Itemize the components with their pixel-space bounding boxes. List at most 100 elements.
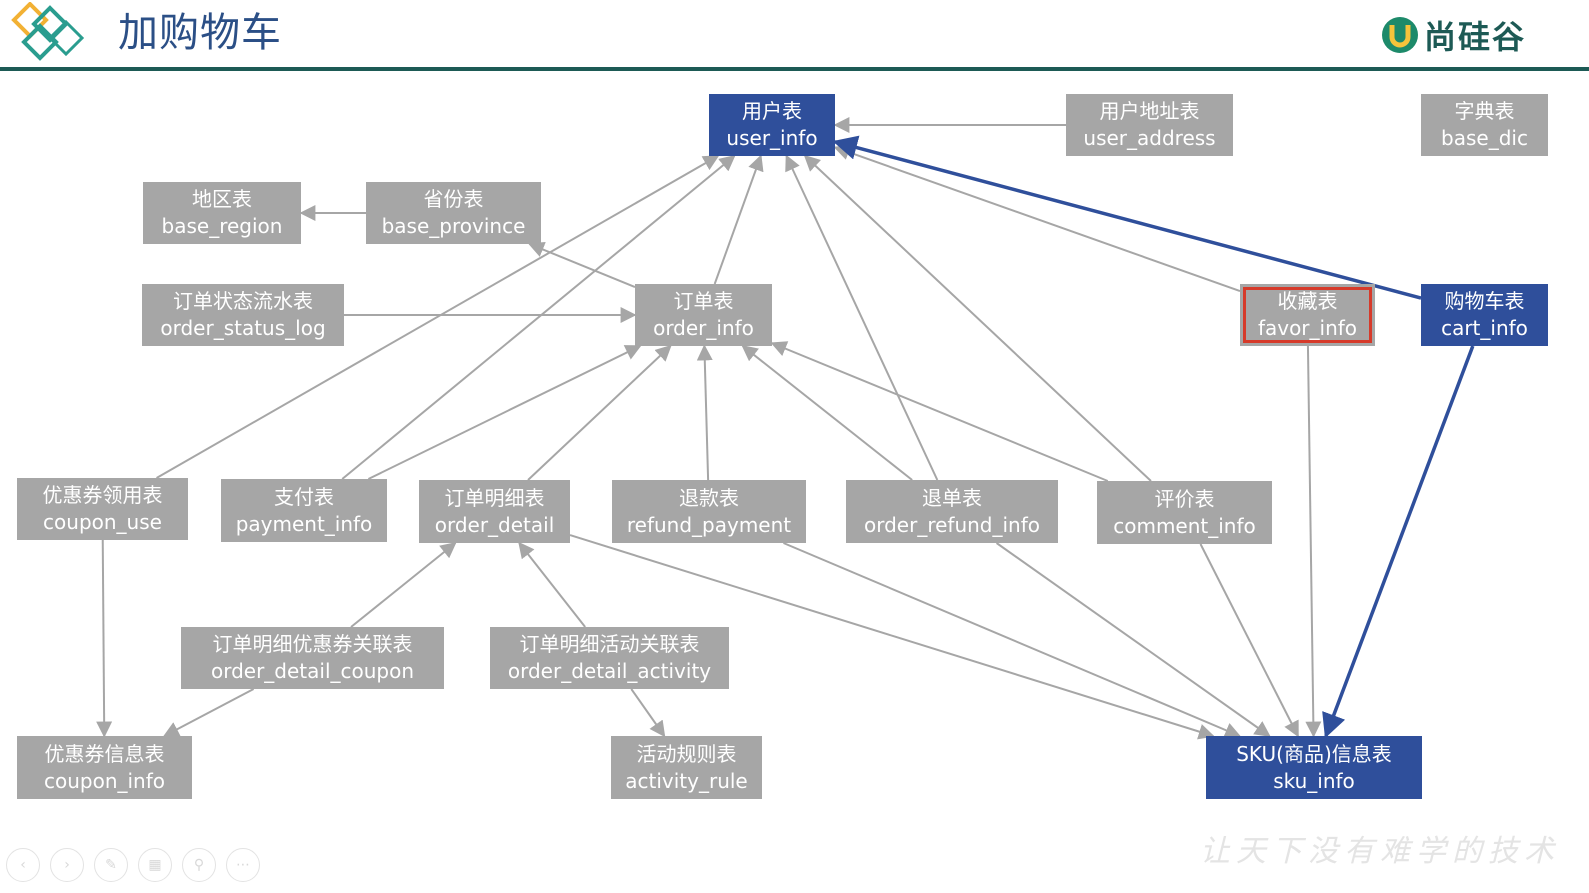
grid-icon[interactable]: ▦ [138, 848, 172, 882]
edge-coupon_use-to-coupon_info [96, 539, 113, 738]
more-icon[interactable]: ⋯ [226, 848, 260, 882]
node-label-cn: 订单明细优惠券关联表 [212, 632, 413, 656]
node-label-en: order_detail_coupon [210, 659, 415, 683]
node-label-en: user_address [1083, 126, 1216, 150]
node-label-en: comment_info [1113, 513, 1256, 538]
edge-order_refund_info-to-order_info [741, 345, 913, 481]
edge-cart_info-to-user_info [832, 135, 1422, 300]
edge-order_detail_activity-to-activity_rule [630, 688, 666, 738]
edge-order_detail_activity-to-order_detail [518, 541, 586, 628]
node-label-cn: 评价表 [1154, 486, 1215, 511]
pen-icon[interactable]: ✎ [94, 848, 128, 882]
page-title: 加购物车 [118, 10, 282, 56]
brand-name: 尚硅谷 [1424, 18, 1527, 56]
node-label-en: base_dic [1441, 126, 1528, 150]
node-label-en: cart_info [1441, 316, 1528, 340]
node-label-cn: 活动规则表 [636, 741, 737, 766]
node-activity-rule: 活动规则表 activity_rule [611, 736, 762, 799]
node-label-cn: 退单表 [922, 485, 982, 510]
node-label-cn: 优惠券信息表 [44, 741, 165, 766]
edge-comment_info-to-user_info [803, 154, 1152, 482]
edge-cart_info-to-sku_info [1322, 345, 1475, 739]
node-label-cn: 退款表 [679, 485, 739, 510]
node-user-info: 用户表 user_info [709, 94, 835, 156]
brand: 尚硅谷 [1380, 12, 1526, 58]
edge-favor_info-to-user_info [833, 144, 1241, 292]
edge-order_info-to-user_info [713, 154, 764, 285]
node-label-en: order_info [653, 316, 754, 340]
node-order-detail: 订单明细表 order_detail [419, 480, 570, 543]
edge-order_info-to-base_province [527, 242, 636, 288]
node-payment-info: 支付表 payment_info [221, 479, 387, 542]
edge-refund_payment-to-order_info [696, 344, 713, 481]
node-label-cn: 地区表 [192, 187, 252, 211]
node-label-en: order_detail_activity [507, 659, 712, 683]
node-order-status-log: 订单状态流水表 order_status_log [142, 284, 344, 346]
edge-order_refund_info-to-user_info [785, 154, 939, 481]
edge-order_detail_coupon-to-coupon_info [162, 688, 255, 737]
watermark: 让天下没有难学的技术 [1200, 834, 1560, 869]
node-label-cn: 购物车表 [1444, 289, 1525, 313]
prev-icon[interactable]: ‹ [6, 848, 40, 882]
node-base-dic: 字典表 base_dic [1421, 94, 1548, 156]
node-label-en: payment_info [235, 511, 373, 536]
node-label-en: coupon_use [43, 510, 162, 534]
node-coupon-use: 优惠券领用表 coupon_use [17, 478, 188, 540]
diamond-logo-icon [11, 2, 85, 61]
edge-comment_info-to-sku_info [1199, 543, 1299, 738]
node-label-cn: 用户表 [742, 99, 802, 123]
node-label-en: sku_info [1273, 768, 1355, 793]
node-order-detail-coupon: 订单明细优惠券关联表 order_detail_coupon [181, 627, 444, 689]
edge-comment_info-to-order_info [770, 341, 1109, 482]
zoom-icon[interactable]: ⚲ [182, 848, 216, 882]
node-label-cn: 订单明细活动关联表 [519, 632, 700, 656]
node-order-refund-info: 退单表 order_refund_info [846, 480, 1058, 543]
node-label-en: refund_payment [626, 512, 792, 537]
node-sku-info: SKU(商品)信息表 sku_info [1206, 736, 1422, 799]
edge-favor_info-to-sku_info [1305, 345, 1322, 738]
node-label-en: base_province [381, 214, 526, 238]
node-label-cn: 省份表 [423, 187, 484, 211]
node-label-cn: SKU(商品)信息表 [1236, 741, 1392, 766]
node-base-region: 地区表 base_region [143, 182, 301, 244]
node-base-province: 省份表 base_province [366, 182, 541, 244]
node-cart-info: 购物车表 cart_info [1421, 284, 1548, 346]
edge-order_refund_info-to-sku_info [995, 542, 1271, 737]
edge-payment_info-to-user_info [341, 154, 736, 480]
node-label-cn: 订单状态流水表 [173, 289, 313, 313]
node-label-cn: 字典表 [1454, 99, 1515, 123]
header: 加购物车 尚硅谷 [0, 0, 1589, 71]
edge-order_detail-to-sku_info [569, 534, 1215, 740]
node-label-cn: 用户地址表 [1099, 99, 1200, 123]
node-favor-info: 收藏表 favor_info [1240, 284, 1375, 346]
node-refund-payment: 退款表 refund_payment [612, 480, 806, 543]
next-icon[interactable]: › [50, 848, 84, 882]
node-label-en: activity_rule [625, 768, 748, 793]
node-label-cn: 优惠券领用表 [42, 483, 163, 507]
header-divider [0, 67, 1589, 71]
brand-u-icon [1382, 17, 1418, 53]
node-order-info: 订单表 order_info [635, 284, 772, 346]
edge-coupon_use-to-user_info [156, 155, 720, 479]
node-label-en: order_refund_info [863, 512, 1040, 537]
edge-order_detail_coupon-to-order_detail [350, 541, 457, 628]
node-user-address: 用户地址表 user_address [1066, 94, 1233, 156]
node-label-en: base_region [161, 214, 283, 238]
node-label-en: order_status_log [160, 316, 326, 340]
edge-payment_info-to-order_info [367, 345, 642, 480]
node-label-cn: 支付表 [274, 484, 334, 509]
node-label-cn: 收藏表 [1277, 289, 1338, 313]
node-order-detail-activity: 订单明细活动关联表 order_detail_activity [490, 627, 729, 689]
node-label-en: favor_info [1257, 316, 1358, 340]
node-coupon-info: 优惠券信息表 coupon_info [17, 736, 192, 799]
edge-refund_payment-to-sku_info [783, 542, 1242, 738]
node-label-en: order_detail [434, 512, 555, 537]
node-label-en: user_info [726, 126, 818, 150]
slide-controls: ‹ › ✎ ▦ ⚲ ⋯ [6, 848, 260, 882]
node-comment-info: 评价表 comment_info [1097, 481, 1272, 544]
node-label-cn: 订单明细表 [444, 485, 545, 510]
node-label-cn: 订单表 [673, 289, 734, 313]
node-label-en: coupon_info [43, 768, 166, 793]
